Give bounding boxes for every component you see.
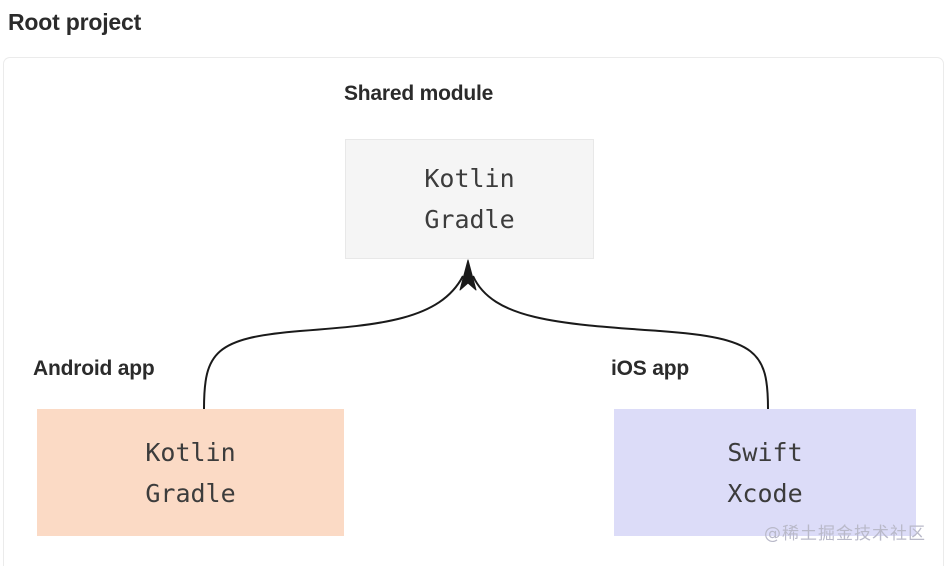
module-box-android[interactable]: Kotlin Gradle bbox=[37, 409, 344, 536]
group-label-shared-module: Shared module bbox=[344, 82, 494, 105]
module-line-buildtool: Gradle bbox=[424, 205, 515, 234]
module-box-ios[interactable]: Swift Xcode bbox=[614, 409, 916, 536]
module-line-buildtool: Gradle bbox=[145, 478, 236, 508]
module-line-language: Kotlin bbox=[424, 164, 515, 193]
module-box-shared[interactable]: Kotlin Gradle bbox=[345, 139, 594, 259]
group-label-android-app: Android app bbox=[33, 357, 155, 380]
module-line-buildtool: Xcode bbox=[727, 478, 803, 508]
page-title: Root project bbox=[8, 9, 142, 35]
module-line-language: Swift bbox=[727, 437, 803, 467]
module-line-language: Kotlin bbox=[145, 437, 236, 467]
watermark: @稀土掘金技术社区 bbox=[764, 524, 926, 544]
group-label-ios-app: iOS app bbox=[611, 357, 689, 380]
